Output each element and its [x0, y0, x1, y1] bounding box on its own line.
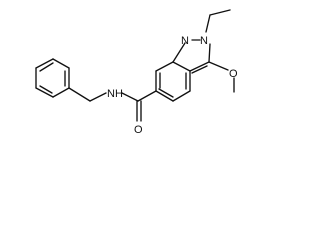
- atom-amide-n: N: [107, 88, 115, 100]
- bond: [172, 42, 186, 63]
- bond: [52, 87, 70, 98]
- bond: [155, 90, 174, 102]
- bond: [189, 61, 210, 72]
- atom-amide-h: H: [115, 88, 123, 100]
- atom-n-ethyl: N: [200, 35, 208, 47]
- bond: [89, 92, 107, 102]
- bond: [155, 61, 174, 72]
- bond: [39, 62, 54, 72]
- bond: [39, 85, 53, 94]
- bond: [205, 14, 211, 33]
- bond: [158, 88, 174, 98]
- atom-o-methoxy: O: [229, 68, 238, 80]
- bond: [52, 58, 70, 69]
- bond: [172, 61, 191, 72]
- atom-carbonyl-o: O: [134, 124, 143, 136]
- bond: [172, 90, 191, 102]
- bond: [137, 90, 157, 102]
- atom-n-ring: N: [181, 35, 189, 47]
- bond: [35, 87, 54, 98]
- chemical-structure: N N O N H O: [35, 9, 238, 136]
- bond: [35, 58, 54, 69]
- bond: [121, 92, 139, 102]
- bond: [191, 65, 208, 74]
- bond-lines: [35, 9, 235, 122]
- bond: [208, 43, 211, 63]
- bond: [209, 9, 231, 16]
- bond: [68, 87, 91, 102]
- bond: [208, 61, 229, 71]
- atom-labels: N N O N H O: [107, 35, 238, 136]
